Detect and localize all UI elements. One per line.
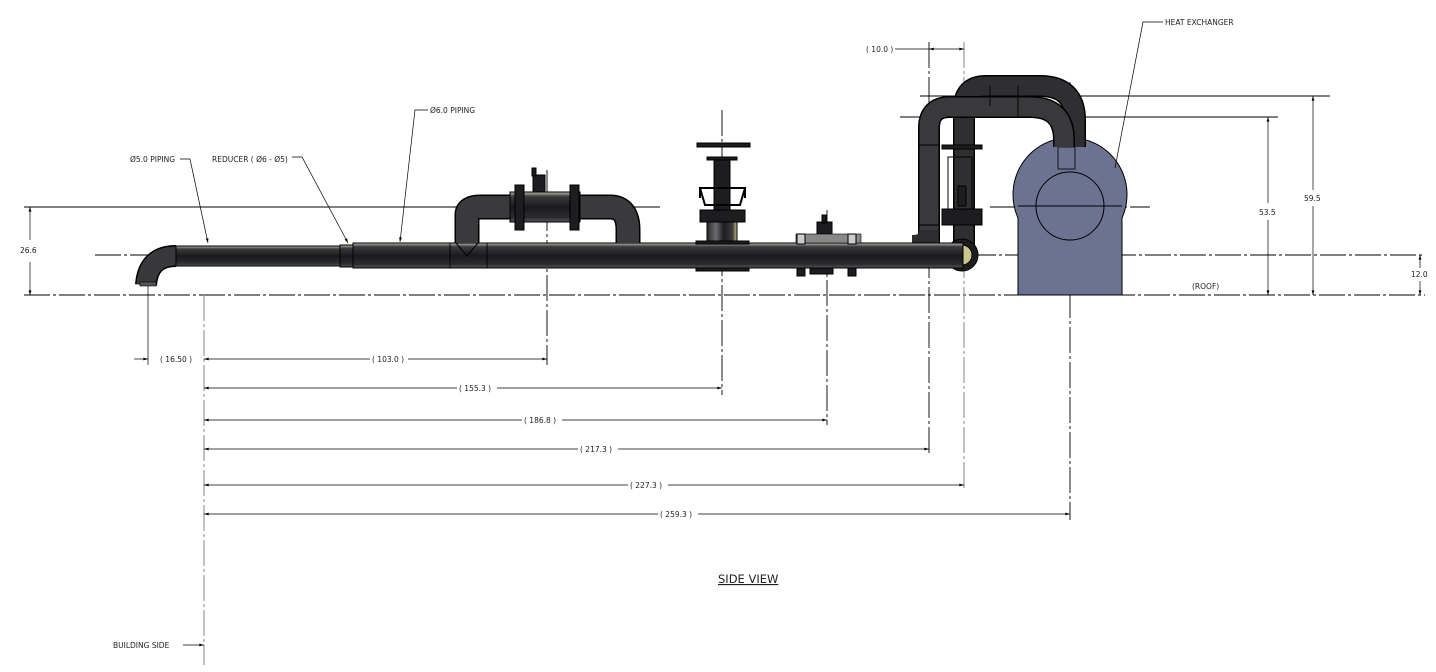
upper-piping	[911, 75, 1086, 255]
dim-26-6: 26.6	[20, 246, 37, 255]
label-heat-exchanger: HEAT EXCHANGER	[1165, 18, 1234, 27]
dim-59-5: 59.5	[1304, 194, 1321, 203]
dim-155-3: ( 155.3 )	[459, 384, 491, 393]
dim-53-5: 53.5	[1259, 208, 1276, 217]
dim-12: 12.0	[1411, 270, 1428, 279]
label-pipe-5: Ø5.0 PIPING	[130, 155, 175, 164]
gate-valve-main[interactable]	[695, 142, 751, 272]
label-reducer: REDUCER ( Ø6 - Ø5)	[212, 155, 288, 164]
dim-227-3: ( 227.3 )	[630, 481, 662, 490]
dim-217-3: ( 217.3 )	[580, 445, 612, 454]
reducer	[339, 244, 354, 268]
pipe-6in	[352, 242, 964, 269]
strainer-assembly[interactable]	[454, 167, 641, 257]
dim-186-8: ( 186.8 )	[524, 416, 556, 425]
dimensions: 26.6 ( 16.50 ) ( 103.0 ) ( 155.3 ) ( 186…	[20, 45, 1428, 519]
view-title: SIDE VIEW	[718, 572, 778, 586]
check-valve[interactable]	[795, 214, 862, 277]
heat-exchanger[interactable]	[1012, 137, 1128, 296]
label-building-side: BUILDING SIDE	[113, 641, 170, 650]
main-pipe	[135, 242, 964, 287]
label-pipe-6: Ø6.0 PIPING	[430, 106, 475, 115]
label-roof: (ROOF)	[1192, 282, 1219, 291]
dim-103: ( 103.0 )	[372, 355, 404, 364]
callouts: Ø5.0 PIPING REDUCER ( Ø6 - Ø5) Ø6.0 PIPI…	[113, 18, 1234, 650]
dim-10: ( 10.0 )	[866, 45, 893, 54]
dim-259-3: ( 259.3 )	[660, 510, 692, 519]
dim-16-50: ( 16.50 )	[160, 355, 192, 364]
pipe-5in	[175, 245, 342, 267]
